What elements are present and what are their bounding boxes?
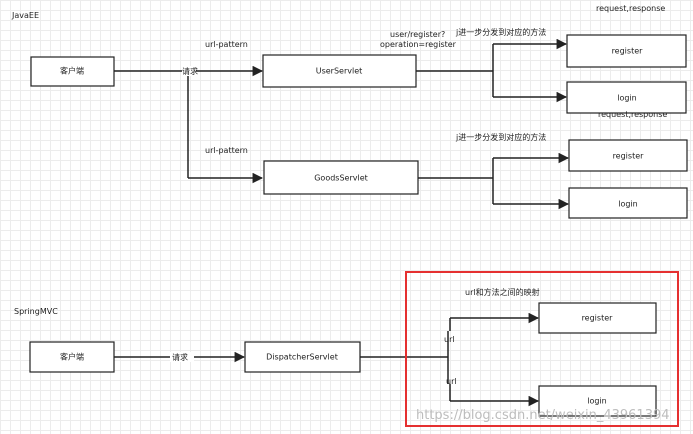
dispatch-note-2: j进一步分发到对应的方法 xyxy=(455,132,546,142)
dispatcher-servlet-label: DispatcherServlet xyxy=(266,353,338,362)
node-login-bottom: login xyxy=(538,385,657,417)
user-register-path-label: user/register? xyxy=(390,30,445,39)
request-response-label-1: request,response xyxy=(596,4,665,13)
node-login-top: login xyxy=(566,81,687,114)
url-mapping-label: url和方法之间的映射 xyxy=(465,287,540,297)
node-user-servlet: UserServlet xyxy=(262,54,417,88)
url-pattern-label-2: url-pattern xyxy=(205,146,248,155)
highlight-box xyxy=(405,271,679,427)
url-pattern-label-1: url-pattern xyxy=(205,40,248,49)
register-top-label: register xyxy=(612,47,644,56)
dispatch-note-1: j进一步分发到对应的方法 xyxy=(455,27,546,37)
url-label-2: url xyxy=(446,377,457,386)
javaee-connectors xyxy=(114,38,570,210)
login-mid-label: login xyxy=(618,200,638,209)
client-top-label: 客户端 xyxy=(60,66,84,76)
node-register-top: register xyxy=(566,34,687,68)
login-bottom-label: login xyxy=(587,397,607,406)
request-label-bottom: 请求 xyxy=(172,352,188,362)
operation-register-label: operation=register xyxy=(380,40,457,49)
node-dispatcher-servlet: DispatcherServlet xyxy=(244,341,361,373)
node-login-mid: login xyxy=(568,187,688,219)
node-client-top: 客户端 xyxy=(30,56,115,87)
watermark-text: https://blog.csdn.net/weixin_43961394 xyxy=(416,408,670,423)
node-register-mid: register xyxy=(568,139,688,172)
node-goods-servlet: GoodsServlet xyxy=(263,160,419,195)
login-top-label: login xyxy=(617,94,637,103)
node-client-bottom: 客户端 xyxy=(29,341,115,373)
user-servlet-label: UserServlet xyxy=(316,67,363,76)
javaee-section-label: JavaEE xyxy=(11,11,39,20)
request-response-label-2: request,response xyxy=(598,110,667,119)
goods-servlet-label: GoodsServlet xyxy=(314,174,368,183)
client-bottom-label: 客户端 xyxy=(60,352,84,362)
request-label-top: 请求 xyxy=(182,66,198,76)
register-bottom-label: register xyxy=(582,314,614,323)
url-label-1: url xyxy=(444,335,455,344)
springmvc-section-label: SpringMVC xyxy=(14,307,58,316)
register-mid-label: register xyxy=(613,152,645,161)
node-register-bottom: register xyxy=(538,302,657,334)
